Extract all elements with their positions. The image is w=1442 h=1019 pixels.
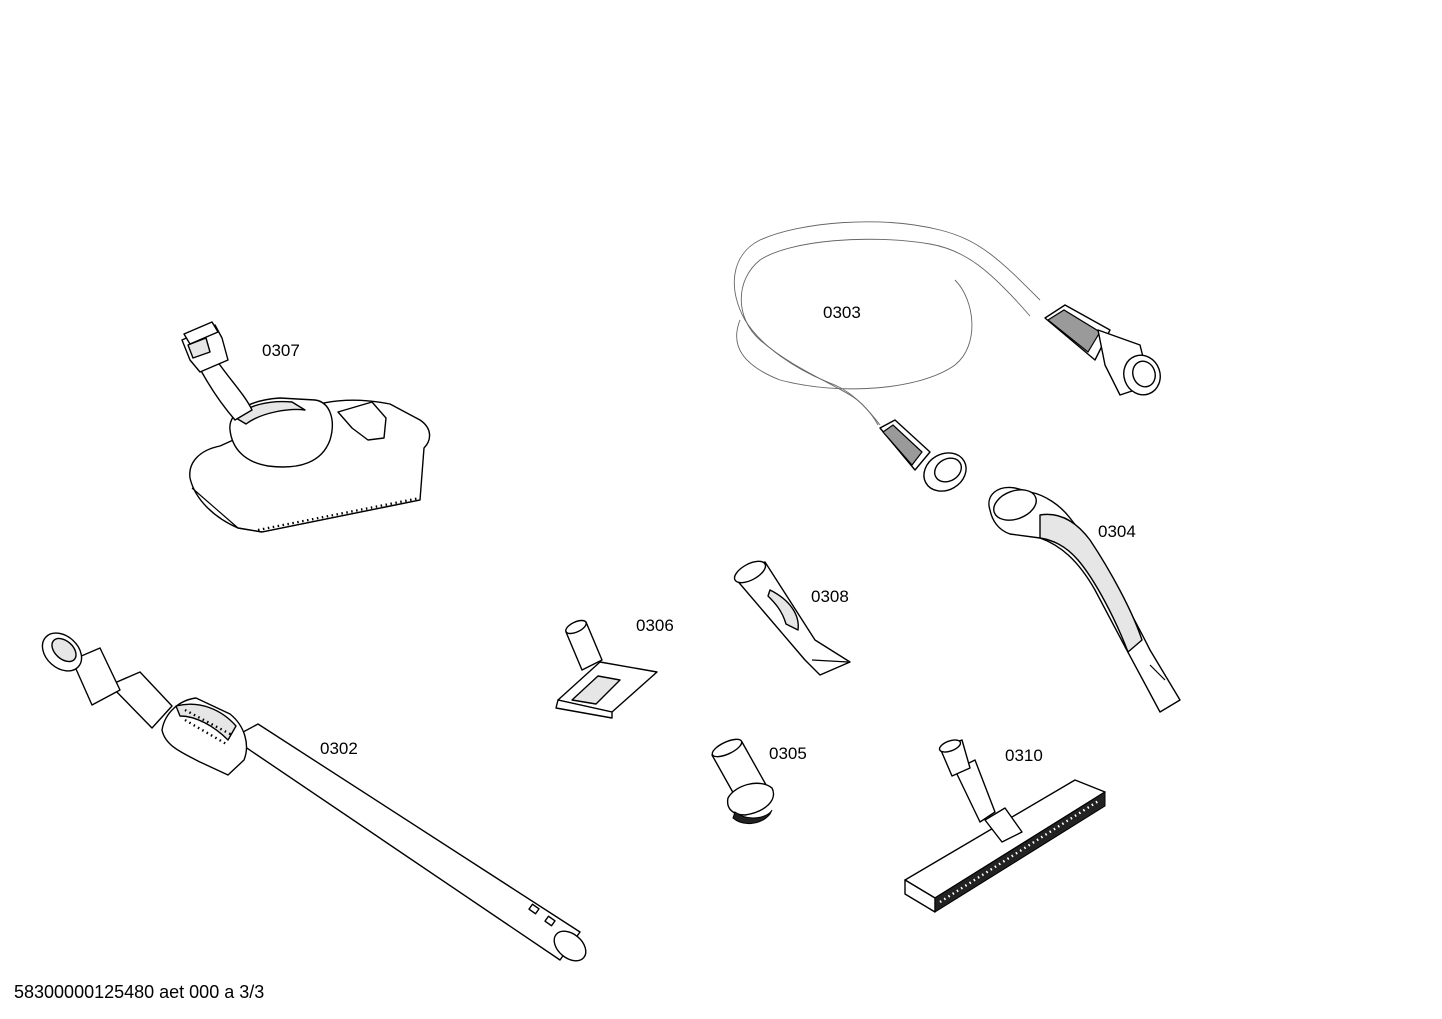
- part-label-0303: 0303: [823, 303, 861, 322]
- part-label-0308: 0308: [811, 587, 849, 606]
- parquet-brush-drawing: [904, 739, 1106, 913]
- part-label-0302: 0302: [320, 739, 358, 758]
- part-label-0304: 0304: [1098, 522, 1136, 541]
- handle-drawing: [988, 486, 1181, 713]
- dusting-brush-drawing: [711, 738, 775, 824]
- telescopic-tube-drawing: [41, 632, 587, 962]
- part-label-0307: 0307: [262, 341, 300, 360]
- crevice-nozzle-drawing: [733, 560, 851, 676]
- hose-drawing: [733, 221, 1161, 492]
- floor-brush-drawing: [181, 321, 431, 533]
- upholstery-nozzle-drawing: [555, 619, 658, 719]
- part-label-0306: 0306: [636, 616, 674, 635]
- part-label-0305: 0305: [769, 744, 807, 763]
- document-code: 58300000125480 aet 000 a 3/3: [14, 982, 265, 1002]
- part-label-0310: 0310: [1005, 746, 1043, 765]
